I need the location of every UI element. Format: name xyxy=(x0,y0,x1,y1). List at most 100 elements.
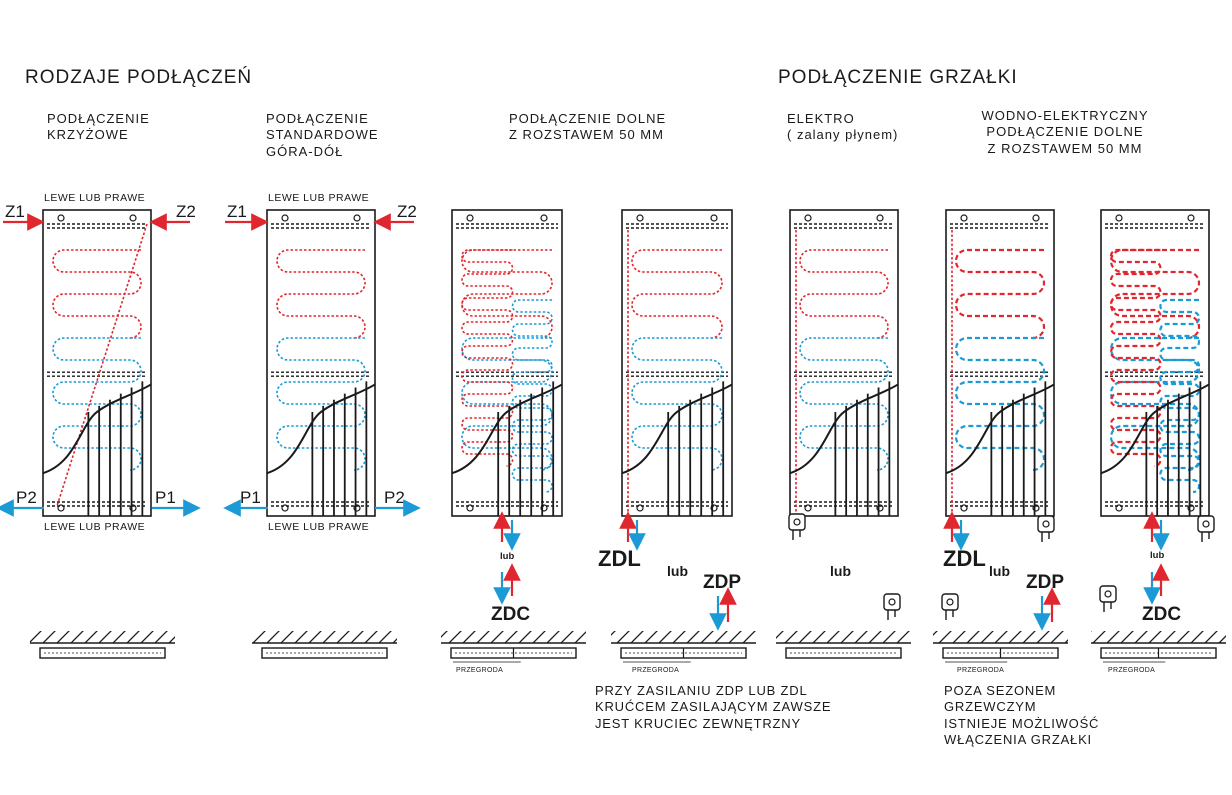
label-left-or-right-bottom-1: LEWE LUB PRAWE xyxy=(44,521,146,533)
cutaway-curve xyxy=(621,383,733,475)
plan-bottom50 xyxy=(441,631,586,663)
heater-icon xyxy=(883,593,901,620)
plug-icon xyxy=(636,214,644,222)
heater-body xyxy=(883,593,901,611)
plug-icon xyxy=(804,504,812,512)
plan-water-electric xyxy=(933,631,1068,663)
hot-flow xyxy=(276,249,366,339)
plug-icon xyxy=(129,214,137,222)
hot-flow xyxy=(954,248,1046,340)
plug-icon xyxy=(710,504,718,512)
label-p2-b: P2 xyxy=(384,488,405,507)
cutaway-curve xyxy=(451,383,563,475)
hot-flow xyxy=(631,249,723,339)
heater-icon xyxy=(788,513,806,540)
label-lub-3: lub xyxy=(830,563,851,579)
cold-flow xyxy=(276,337,366,471)
plug-icon xyxy=(129,504,137,512)
plug-icon xyxy=(466,504,474,512)
heading-heater-connection: PODŁĄCZENIE GRZAŁKI xyxy=(778,67,1018,88)
hot-flow xyxy=(799,249,889,339)
plug-icon xyxy=(466,214,474,222)
plug-icon xyxy=(1115,214,1123,222)
variant-bottom50-title: PODŁĄCZENIE DOLNE Z ROZSTAWEM 50 MM xyxy=(509,111,667,143)
label-zdc-1: ZDC xyxy=(491,604,531,625)
plug-icon xyxy=(1187,214,1195,222)
cross-flow xyxy=(56,223,148,507)
plug-icon xyxy=(281,214,289,222)
radiator-2 xyxy=(451,209,563,517)
plug-icon xyxy=(281,504,289,512)
wall-hatch xyxy=(776,631,911,643)
hot-flow xyxy=(461,249,514,467)
label-zdc-2: ZDC xyxy=(1142,604,1182,625)
cold-flow xyxy=(631,337,723,471)
label-partition-4: PRZEGRODA xyxy=(1108,667,1156,674)
plug-icon xyxy=(1032,504,1040,512)
wall-hatch xyxy=(1091,631,1226,643)
radiator-1 xyxy=(266,209,376,517)
label-partition-3: PRZEGRODA xyxy=(957,667,1005,674)
note-heater: POZA SEZONEM GRZEWCZYM ISTNIEJE MOŻLIWOŚ… xyxy=(944,683,1100,747)
heading-connection-types: RODZAJE PODŁĄCZEŃ xyxy=(25,67,253,88)
radiator-4 xyxy=(789,209,899,517)
wall-hatch xyxy=(611,631,756,643)
heater-knob xyxy=(946,598,954,606)
plug-icon xyxy=(540,504,548,512)
cutaway-curve xyxy=(266,383,376,475)
radiator-plan xyxy=(39,647,166,659)
wall-hatch xyxy=(933,631,1068,643)
cutaway-curve xyxy=(945,383,1055,475)
plug-icon xyxy=(57,214,65,222)
plug-icon xyxy=(57,504,65,512)
heater-body xyxy=(1037,515,1055,533)
radiator-body xyxy=(789,209,899,517)
plug-icon xyxy=(960,214,968,222)
label-lub-2: lub xyxy=(667,563,688,579)
variant-standard-title: PODŁĄCZENIE STANDARDOWE GÓRA-DÓŁ xyxy=(266,111,379,159)
radiator-plan xyxy=(261,647,388,659)
plan-zdl-zdp xyxy=(611,631,756,663)
label-left-or-right-bottom-2: LEWE LUB PRAWE xyxy=(268,521,370,533)
heater-body xyxy=(941,593,959,611)
cutaway-curve xyxy=(789,383,899,475)
heater-knob xyxy=(793,518,801,526)
heater-knob xyxy=(1202,520,1210,528)
plug-icon xyxy=(1115,504,1123,512)
cold-flow xyxy=(799,337,889,471)
plug-icon xyxy=(636,504,644,512)
plan-electro xyxy=(776,631,911,659)
heater-body xyxy=(788,513,806,531)
plug-icon xyxy=(353,214,361,222)
label-lub-1: lub xyxy=(500,551,515,562)
cold-flow xyxy=(461,337,553,471)
radiator-body xyxy=(945,209,1055,517)
plan-cross xyxy=(30,631,175,659)
plug-icon xyxy=(876,504,884,512)
plan-water-electric-zdc xyxy=(1091,631,1226,663)
label-z2-b: Z2 xyxy=(397,202,417,221)
radiator-3 xyxy=(621,209,733,517)
label-p1-b: P1 xyxy=(240,488,261,507)
hot-flow xyxy=(52,249,142,339)
plug-icon xyxy=(960,504,968,512)
plan-standard xyxy=(252,631,397,659)
label-left-or-right-top-1: LEWE LUB PRAWE xyxy=(44,192,146,204)
heater-body xyxy=(1197,515,1215,533)
label-lub-5: lub xyxy=(1150,550,1165,561)
variant-water-electric-title: WODNO-ELEKTRYCZNY PODŁĄCZENIE DOLNE Z RO… xyxy=(981,108,1149,156)
heater-knob xyxy=(1042,520,1050,528)
plug-icon xyxy=(710,214,718,222)
hot-flow xyxy=(1109,248,1201,340)
plug-icon xyxy=(804,214,812,222)
plug-icon xyxy=(876,214,884,222)
radiator-6 xyxy=(1100,209,1210,517)
radiator-body xyxy=(266,209,376,517)
cold-flow xyxy=(52,337,142,471)
radiator-5 xyxy=(945,209,1055,517)
heater-icon xyxy=(1099,585,1117,612)
note-zdp-zdl: PRZY ZASILANIU ZDP LUB ZDL KRUĆCEM ZASIL… xyxy=(595,683,832,731)
plug-icon xyxy=(353,504,361,512)
heater-icon xyxy=(1197,515,1215,542)
